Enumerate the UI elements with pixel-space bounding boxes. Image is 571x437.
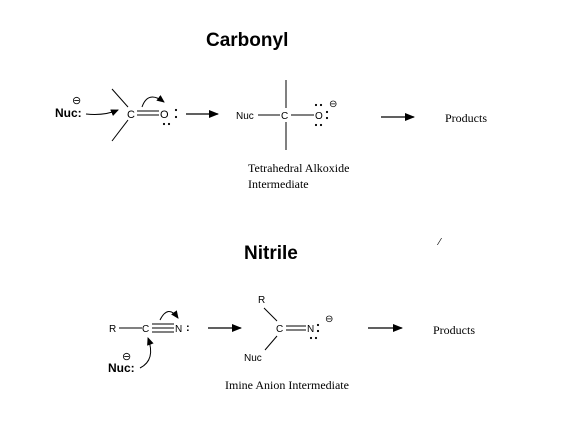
nitrile-products: Products	[433, 323, 475, 337]
nuc-charge-symbol: ⊖	[72, 95, 81, 107]
carbonyl-oxygen: O	[160, 109, 169, 121]
nitrile-reactant-molecule: R C N :	[109, 322, 190, 335]
imine-nuc: Nuc	[244, 353, 262, 364]
tetrahedral-caption-line1: Tetrahedral Alkoxide	[248, 161, 349, 175]
pi-bond-arrow	[141, 95, 165, 108]
imine-charge: ⊖	[325, 314, 333, 325]
carbonyl-reactant-molecule: C O	[111, 88, 178, 142]
carbonyl-nucleophile: ⊖ Nuc:	[55, 95, 82, 120]
nitrile-nitrogen: N	[175, 324, 182, 335]
carbonyl-products: Products	[445, 111, 487, 125]
imine-carbon: C	[276, 324, 283, 335]
imine-anion-intermediate: R C N ⊖ Nuc	[244, 295, 333, 364]
carbonyl-title: Carbonyl	[206, 30, 288, 51]
nuc-label: Nuc:	[55, 106, 82, 120]
carbonyl-carbon: C	[127, 109, 135, 121]
intermediate-carbon: C	[281, 111, 288, 122]
nitrile-nuc-label: Nuc:	[108, 361, 135, 375]
imine-caption: Imine Anion Intermediate	[225, 378, 349, 392]
stray-mark: ⁄	[436, 237, 442, 248]
nitrile-pi-arrow	[159, 310, 179, 321]
tetrahedral-intermediate: Nuc C O ⊖	[236, 80, 337, 150]
nitrile-r-group: R	[109, 324, 116, 335]
intermediate-charge: ⊖	[329, 99, 337, 110]
intermediate-oxygen: O	[315, 111, 323, 122]
nitrile-nuc-charge: ⊖	[122, 351, 131, 363]
imine-r-group: R	[258, 295, 265, 306]
nitrile-title: Nitrile	[244, 243, 298, 264]
tetrahedral-caption-line2: Intermediate	[248, 177, 309, 191]
nitrile-nucleophile: ⊖ Nuc:	[108, 351, 135, 375]
nuc-attack-arrow	[85, 109, 119, 116]
imine-nitrogen: N	[307, 324, 314, 335]
nitrile-nuc-attack-arrow	[139, 337, 154, 369]
nitrile-lone-pair: :	[186, 322, 190, 334]
intermediate-nuc: Nuc	[236, 111, 254, 122]
nitrile-carbon: C	[142, 324, 149, 335]
